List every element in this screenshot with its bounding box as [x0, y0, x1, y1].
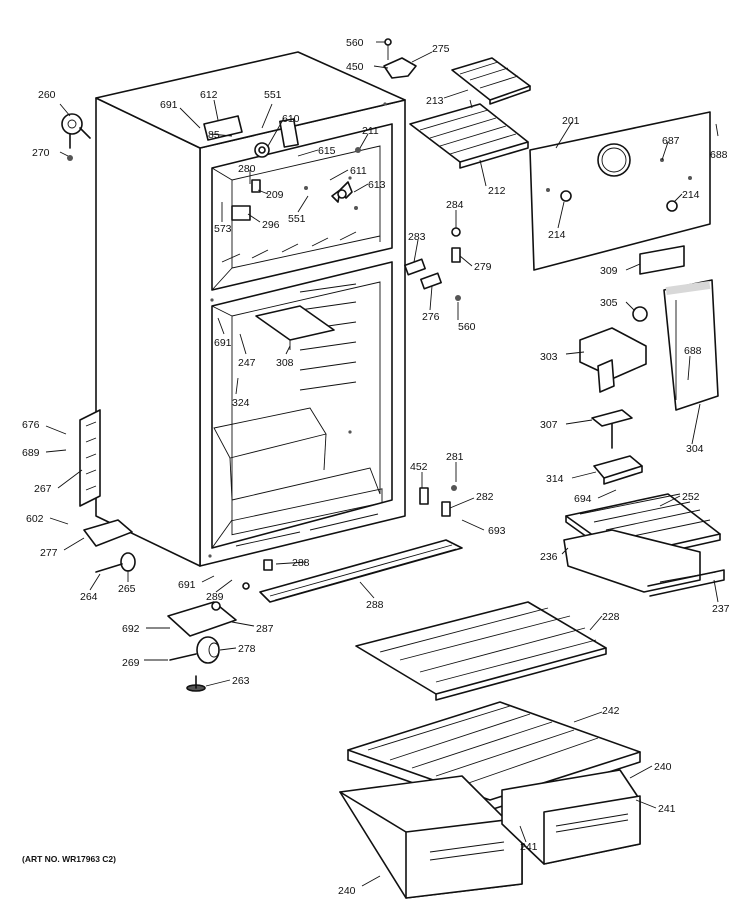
- roller-278: [169, 636, 220, 664]
- callout-278: 278: [238, 643, 256, 655]
- roller-265: [95, 552, 136, 573]
- art-number: (ART NO. WR17963 C2): [22, 854, 116, 864]
- callout-303: 303: [540, 351, 558, 363]
- callout-551a: 551: [264, 89, 282, 101]
- label-309: [639, 245, 685, 275]
- callout-691b: 691: [214, 337, 232, 349]
- callout-289: 289: [206, 591, 224, 603]
- callout-263: 263: [232, 675, 250, 687]
- callout-212: 212: [488, 185, 506, 197]
- callout-211: 211: [362, 125, 379, 137]
- callout-237: 237: [712, 603, 730, 615]
- callout-214a: 214: [548, 229, 566, 241]
- callout-573: 573: [214, 223, 232, 235]
- freezer-shelf: [409, 99, 529, 169]
- cabinet: [95, 51, 406, 567]
- callout-240a: 240: [654, 761, 672, 773]
- callout-612: 612: [200, 89, 218, 101]
- callout-247: 247: [238, 357, 256, 369]
- callout-288b: 288: [366, 599, 384, 611]
- crisper-assembly: [339, 701, 641, 899]
- toe-grille: [259, 539, 463, 603]
- part-307: [591, 409, 633, 449]
- callout-201: 201: [562, 115, 580, 127]
- callout-450: 450: [346, 61, 364, 73]
- callout-560a: 560: [346, 37, 364, 49]
- callout-275: 275: [432, 43, 450, 55]
- callout-691a: 691: [160, 99, 178, 111]
- control-panel-304: [663, 279, 719, 411]
- callout-324: 324: [232, 397, 250, 409]
- hinge-260: [61, 113, 91, 161]
- callout-309: 309: [600, 265, 618, 277]
- callout-560b: 560: [458, 321, 476, 333]
- callout-610: 610: [282, 113, 300, 125]
- callout-241b: 241: [658, 803, 676, 815]
- callout-305: 305: [600, 297, 618, 309]
- freezer-components: [203, 115, 361, 221]
- callout-labels: 560 275 450 213 260 270 691 612 551 610 …: [22, 37, 730, 897]
- leader-lines: [45, 41, 719, 887]
- callout-687: 687: [662, 135, 680, 147]
- callout-314: 314: [546, 473, 564, 485]
- callout-260: 260: [38, 89, 56, 101]
- callout-304: 304: [686, 443, 704, 455]
- callout-452: 452: [410, 461, 428, 473]
- small-hardware: [404, 227, 461, 517]
- bottom-bracket-277: [83, 519, 133, 547]
- callout-277: 277: [40, 547, 58, 559]
- callout-694: 694: [574, 493, 592, 505]
- callout-214b: 214: [682, 189, 700, 201]
- callout-209: 209: [266, 189, 284, 201]
- leveling-leg-263: [186, 675, 206, 692]
- callout-693: 693: [488, 525, 506, 537]
- bracket-275: [383, 38, 417, 79]
- callout-270: 270: [32, 147, 50, 159]
- callout-213: 213: [426, 95, 444, 107]
- callout-283: 283: [408, 231, 426, 243]
- callout-264: 264: [80, 591, 98, 603]
- callout-688a: 688: [710, 149, 728, 161]
- callout-296: 296: [262, 219, 280, 231]
- callout-281: 281: [446, 451, 464, 463]
- callout-269: 269: [122, 657, 140, 669]
- callout-602: 602: [26, 513, 44, 525]
- callout-242: 242: [602, 705, 620, 717]
- ice-tray: [451, 57, 531, 105]
- callout-240b: 240: [338, 885, 356, 897]
- callout-288a: 288: [292, 557, 310, 569]
- callout-691c: 691: [178, 579, 196, 591]
- callout-615: 615: [318, 145, 336, 157]
- callout-613: 613: [368, 179, 386, 191]
- callout-85: 85: [208, 129, 220, 141]
- callout-228: 228: [602, 611, 620, 623]
- callout-308: 308: [276, 357, 294, 369]
- control-housing-303: [579, 327, 647, 393]
- callout-280: 280: [238, 163, 256, 175]
- part-314: [593, 455, 643, 485]
- callout-236: 236: [540, 551, 558, 563]
- cantilever-shelf: [355, 601, 607, 701]
- callout-241a: 241: [520, 841, 538, 853]
- callout-282: 282: [476, 491, 494, 503]
- callout-611: 611: [350, 165, 367, 177]
- knob-305: [632, 306, 648, 322]
- callout-692: 692: [122, 623, 140, 635]
- callout-676: 676: [22, 419, 40, 431]
- callout-688b: 688: [684, 345, 702, 357]
- callout-267: 267: [34, 483, 52, 495]
- callout-284: 284: [446, 199, 464, 211]
- leveling-bracket-287: [167, 582, 250, 637]
- evaporator-fan-bracket-267: [79, 409, 101, 507]
- callout-276: 276: [422, 311, 440, 323]
- meat-pan: [563, 493, 725, 597]
- callout-689: 689: [22, 447, 40, 459]
- callout-551b: 551: [288, 213, 306, 225]
- callout-252: 252: [682, 491, 700, 503]
- callout-287: 287: [256, 623, 274, 635]
- callout-279: 279: [474, 261, 492, 273]
- callout-307: 307: [540, 419, 558, 431]
- callout-265: 265: [118, 583, 136, 595]
